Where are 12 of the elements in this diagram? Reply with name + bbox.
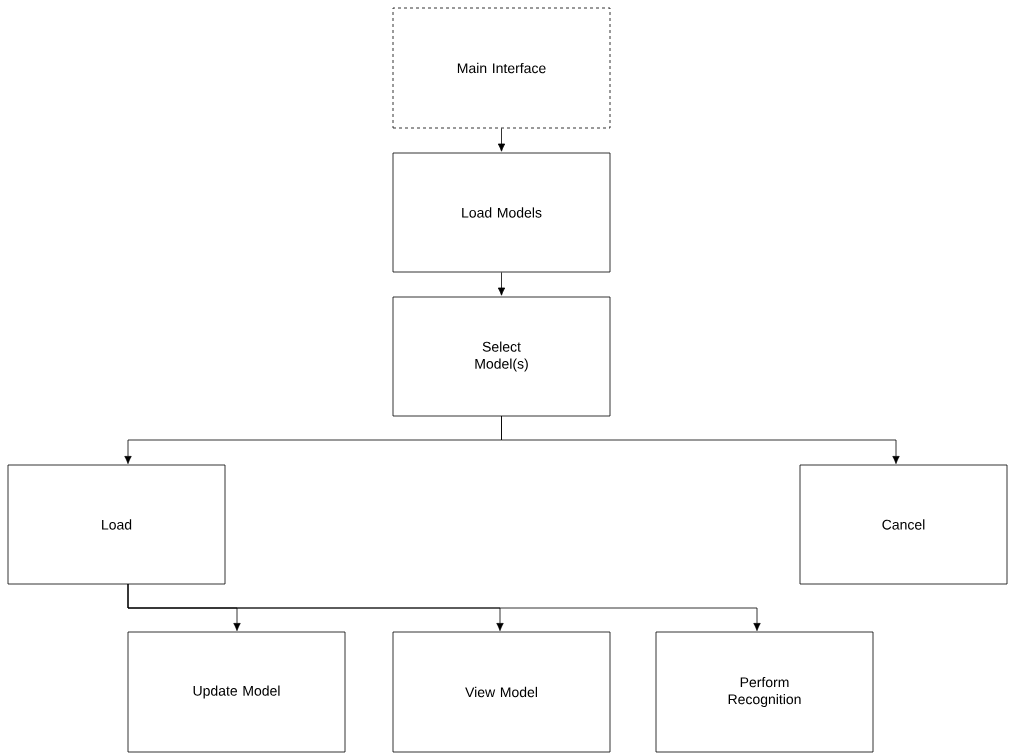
arrow	[127, 583, 761, 631]
process-box: View Model	[392, 631, 611, 753]
process-box: Load	[7, 464, 226, 585]
arrow	[497, 128, 506, 152]
process-box: Cancel	[799, 464, 1008, 585]
process-box: Update Model	[127, 631, 346, 753]
start-box: Main Interface	[392, 7, 611, 129]
arrow	[497, 272, 506, 296]
process-box: Load Models	[392, 152, 611, 273]
arrow	[501, 415, 900, 464]
process-box: Select Model(s)	[392, 296, 611, 417]
process-box: Perform Recognition	[655, 631, 874, 753]
